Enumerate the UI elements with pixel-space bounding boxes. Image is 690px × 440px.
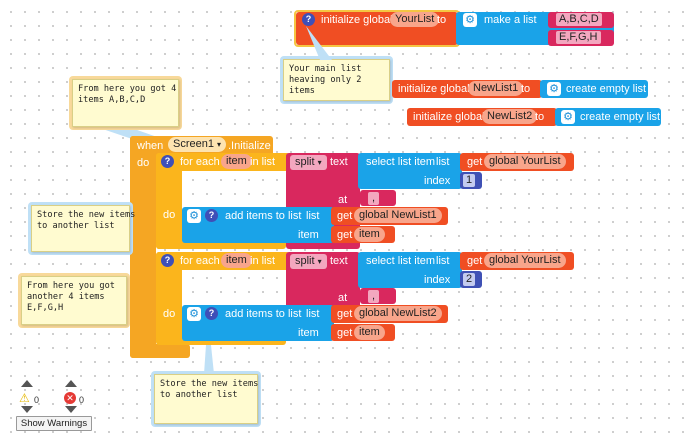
get-var-dropdown[interactable]: item [354,325,385,340]
error-count: 0 [79,395,85,405]
error-icon: ✕ [64,392,76,404]
warnings-next-arrow-icon[interactable] [21,406,33,413]
chevron-down-icon: ▾ [217,140,222,149]
get-label: get [337,327,353,339]
to-label: to [535,111,545,123]
get-var-dropdown[interactable]: global NewList2 [354,306,442,321]
gear-icon[interactable]: ⚙ [463,13,477,27]
select-list-item-block-2[interactable] [358,252,462,288]
at-label: at [338,292,348,304]
warning-count: 0 [34,395,40,405]
help-icon[interactable]: ? [161,254,174,267]
at-label: at [338,194,348,206]
do-label: do [163,308,176,320]
text-value-efgh[interactable]: E,F,G,H [556,31,601,44]
text-value-abcd[interactable]: A,B,C,D [556,13,602,26]
errors-next-arrow-icon[interactable] [65,406,77,413]
help-icon[interactable]: ? [161,155,174,168]
when-label: when [137,140,164,152]
list-label: list [436,156,450,168]
text-label: text [330,255,348,267]
create-empty-list-label: create empty list [566,83,647,95]
get-var-dropdown[interactable]: global YourList [484,253,566,268]
for-each-rail-1 [156,153,182,249]
split-label: split [295,156,315,168]
var-name-newlist2[interactable]: NewList2 [482,109,538,124]
show-warnings-button[interactable]: Show Warnings [16,416,92,431]
get-label: get [467,156,483,168]
comment-store-second[interactable]: Store the new items to another list [154,374,258,424]
index-label: index [424,175,451,187]
help-icon[interactable]: ? [205,307,218,320]
comment-store-first[interactable]: Store the new items to another list [31,205,135,252]
component-dropdown-screen1[interactable]: Screen1 ▾ [168,137,227,152]
to-label: to [521,83,531,95]
comment-got-4-second[interactable]: From here you got another 4 items E,F,G,… [21,276,127,325]
item-label: item [298,229,319,241]
split-dropdown[interactable]: split ▾ [290,254,327,269]
for-each-label: for each [180,255,220,267]
gear-icon[interactable]: ⚙ [187,307,201,321]
select-list-item-label: select list item [366,255,436,267]
errors-prev-arrow-icon[interactable] [65,380,77,387]
list-label: list [306,308,320,320]
loop-var-item[interactable]: item [221,154,252,169]
select-list-item-label: select list item [366,156,436,168]
split-label: split [295,255,315,267]
help-icon[interactable]: ? [302,13,315,26]
add-items-label: add items to list [225,210,302,222]
create-empty-list-block-2[interactable] [555,108,661,126]
get-label: get [337,308,353,320]
index-value-1[interactable]: 1 [463,174,476,187]
get-label: get [337,210,353,222]
in-list-label: in list [250,156,276,168]
for-each-label: for each [180,156,220,168]
create-empty-list-block-1[interactable] [540,80,648,98]
get-var-dropdown[interactable]: global YourList [484,154,566,169]
make-a-list-label: make a list [484,14,537,26]
create-empty-list-label: create empty list [580,111,661,123]
init-global-label: initialize global [413,111,485,123]
var-name-yourlist[interactable]: YourList [390,12,440,27]
component-name: Screen1 [173,138,214,150]
comment-got-4-first[interactable]: From here you got 4 items A,B,C,D [72,79,179,127]
get-label: get [337,229,353,241]
split-dropdown[interactable]: split ▾ [290,155,327,170]
chevron-down-icon: ▾ [317,158,322,167]
init-global-label: initialize global [398,83,470,95]
event-block-bottom [130,344,190,358]
item-label: item [298,327,319,339]
text-label: text [330,156,348,168]
get-label: get [467,255,483,267]
get-var-dropdown[interactable]: global NewList1 [354,208,442,223]
event-name-label: .Initialize [228,140,271,152]
select-list-item-block-1[interactable] [358,153,462,189]
gear-icon[interactable]: ⚙ [187,209,201,223]
get-var-dropdown[interactable]: item [354,227,385,242]
add-items-label: add items to list [225,308,302,320]
chevron-down-icon: ▾ [317,257,322,266]
warning-triangle-icon: ⚠ [19,391,30,405]
index-label: index [424,274,451,286]
gear-icon[interactable]: ⚙ [547,82,561,96]
list-label: list [436,255,450,267]
loop-var-item[interactable]: item [221,253,252,268]
in-list-label: in list [250,255,276,267]
comment-main-list[interactable]: Your main list heaving only 2 items [283,59,390,101]
gear-icon[interactable]: ⚙ [561,110,575,124]
separator-value[interactable]: , [368,192,380,205]
index-value-2[interactable]: 2 [463,273,476,286]
separator-value[interactable]: , [368,290,380,303]
warnings-prev-arrow-icon[interactable] [21,380,33,387]
init-global-label: initialize global [321,14,393,26]
help-icon[interactable]: ? [205,209,218,222]
do-label: do [163,209,176,221]
event-block-left-rail [130,136,156,358]
list-label: list [306,210,320,222]
for-each-bottom-1 [156,240,286,249]
var-name-newlist1[interactable]: NewList1 [468,81,524,96]
for-each-rail-2 [156,252,182,344]
do-label: do [137,157,150,169]
to-label: to [437,14,447,26]
